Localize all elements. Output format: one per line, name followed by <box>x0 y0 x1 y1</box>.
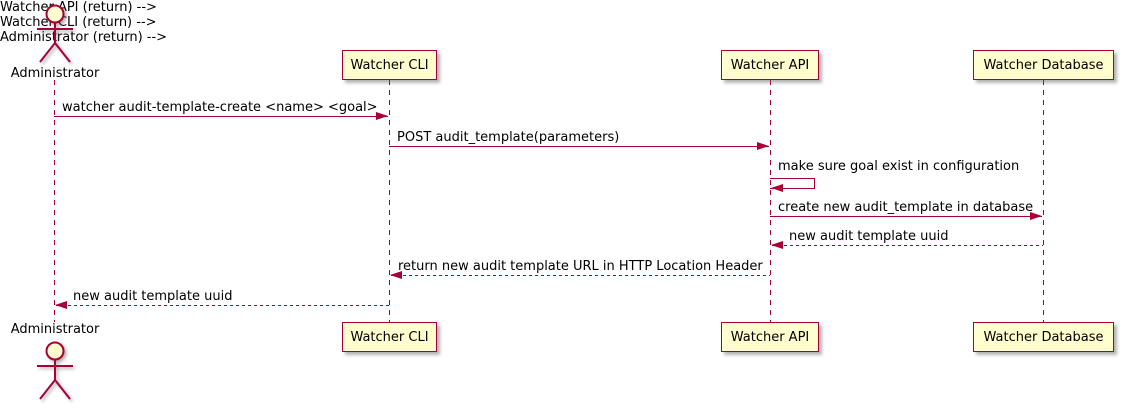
message-label: POST audit_template(parameters) <box>397 130 620 145</box>
participant-box-watcher-cli-bottom: Watcher CLI <box>342 322 437 352</box>
message-line <box>389 146 769 147</box>
lifeline-watcher-database <box>1043 80 1044 322</box>
arrowhead-left-icon <box>55 301 67 309</box>
participant-box-watcher-database-top: Watcher Database <box>973 50 1114 80</box>
message-label: create new audit_template in database <box>778 200 1034 215</box>
participant-box-watcher-api-top: Watcher API <box>721 50 819 80</box>
arrowhead-left-icon <box>390 271 402 279</box>
actor-administrator-label-bottom: Administrator <box>10 322 100 337</box>
message-line <box>56 305 389 306</box>
self-message-loop <box>770 178 815 189</box>
message-line <box>772 245 1043 246</box>
actor-administrator-label-top: Administrator <box>10 66 100 81</box>
message-line <box>391 275 770 276</box>
arrowhead-left-icon <box>771 241 783 249</box>
message-label: new audit template uuid <box>73 289 233 304</box>
message-label: watcher audit-template-create <name> <go… <box>62 100 378 115</box>
actor-administrator-icon-bottom <box>37 341 73 400</box>
lifeline-watcher-cli <box>389 80 390 322</box>
message-line <box>770 216 1042 217</box>
lifeline-watcher-api <box>770 80 771 322</box>
message-label: return new audit template URL in HTTP Lo… <box>398 259 763 274</box>
participant-box-watcher-database-bottom: Watcher Database <box>973 322 1114 352</box>
message-line <box>54 116 388 117</box>
actor-administrator-icon <box>37 4 73 63</box>
participant-box-watcher-api-bottom: Watcher API <box>721 322 819 352</box>
arrowhead-right-icon <box>376 112 388 120</box>
participant-box-watcher-cli-top: Watcher CLI <box>342 50 437 80</box>
lifeline-administrator <box>54 80 55 322</box>
message-label: new audit template uuid <box>789 229 949 244</box>
arrowhead-right-icon <box>757 142 769 150</box>
arrowhead-left-icon <box>771 184 783 192</box>
message-label: make sure goal exist in configuration <box>778 159 1020 174</box>
arrowhead-right-icon <box>1030 212 1042 220</box>
